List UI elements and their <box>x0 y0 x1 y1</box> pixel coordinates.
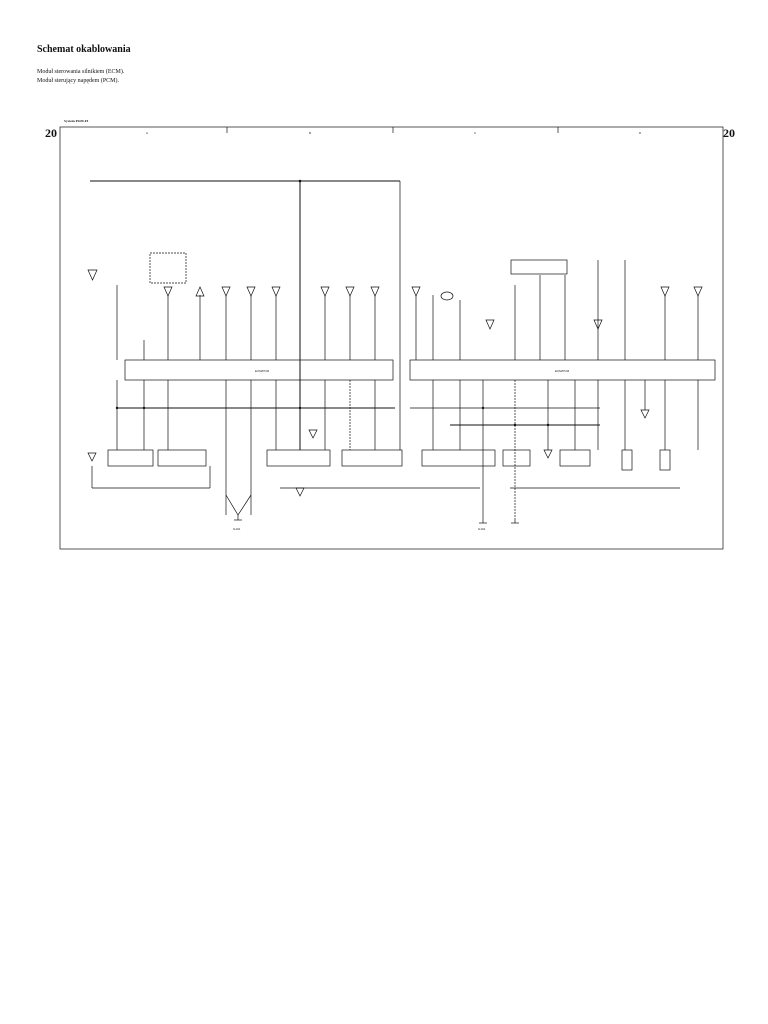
ground-left-label: G101 <box>233 527 241 531</box>
column-a: A <box>146 131 148 135</box>
ecm-connector-left <box>124 359 394 381</box>
component-box-2 <box>157 449 207 467</box>
subtitle-ecm: Moduł sterowania silnikiem (ECM). <box>37 69 125 75</box>
page-number-left: 20 <box>45 126 57 140</box>
component-top-2 <box>510 259 568 275</box>
component-box-9 <box>659 449 671 471</box>
subtitle-pcm: Moduł sterujący napędem (PCM). <box>37 78 119 84</box>
component-box-4 <box>341 449 403 467</box>
connector-right-label: ECM/PCM <box>555 369 570 373</box>
component-box-7 <box>559 449 591 467</box>
system-label: System PGM-FI <box>64 119 89 123</box>
column-d: D <box>639 131 642 135</box>
diagram-frame <box>59 126 724 550</box>
component-box-1 <box>107 449 154 467</box>
sensor-ellipse <box>440 291 454 301</box>
connector-left-label: ECM/PCM <box>255 369 270 373</box>
ecm-connector-right <box>409 359 716 381</box>
component-top-1 <box>149 252 187 284</box>
column-c: C <box>474 131 477 135</box>
component-box-8 <box>621 449 633 471</box>
column-b: B <box>309 131 311 135</box>
page-number-right: 20 <box>723 126 735 140</box>
component-box-5 <box>421 449 496 467</box>
ground-right-label: G101 <box>478 527 486 531</box>
component-box-6 <box>502 449 531 467</box>
component-box-3 <box>266 449 331 467</box>
page-title: Schemat okablowania <box>37 44 131 55</box>
